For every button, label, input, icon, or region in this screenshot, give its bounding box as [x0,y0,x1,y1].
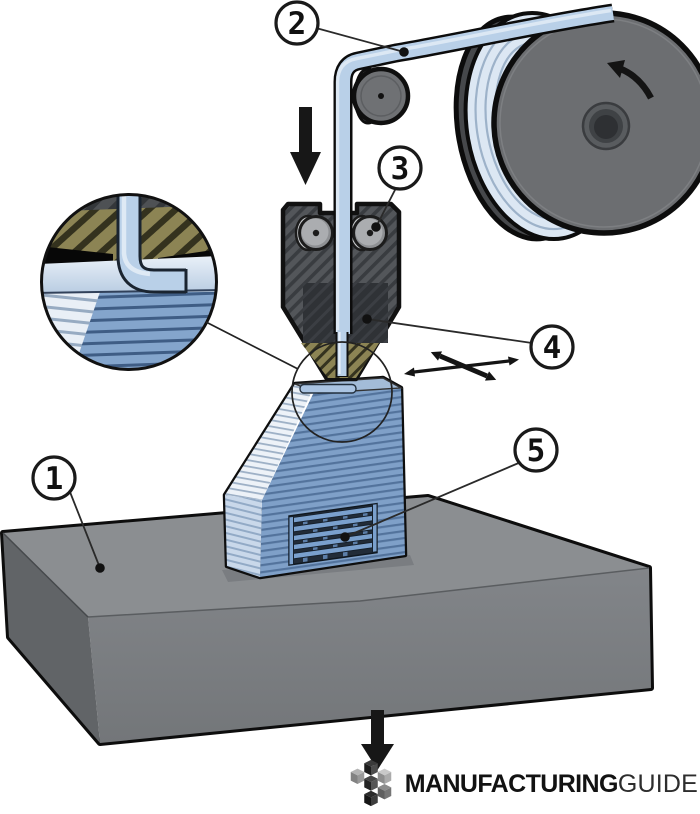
platform-down-arrow-icon [361,710,394,770]
feed-down-arrow-icon [290,107,321,185]
rotation-arrow-icon [607,60,654,100]
logo-wordmark-bold: MANUFACTURING [404,769,619,798]
part-sloped-layers [225,384,312,500]
fresh-layer-bead [299,383,357,394]
layer-detail-inset [40,193,299,371]
inset-connector-line [205,321,299,370]
xy-arrows-icon [404,351,519,381]
filament-strand [333,3,615,377]
platform-front-face [88,568,651,743]
idler-pulley [351,66,411,126]
platform-left-face [3,533,100,743]
callout-1: 1 [31,455,105,573]
callout-3-label: 3 [391,151,410,187]
infill-cutaway [288,502,378,566]
callout-5-label: 5 [527,433,546,469]
callout-4-label: 4 [543,330,562,366]
inset-filament [119,195,186,291]
callout-4: 4 [362,314,575,370]
callout-2-label: 2 [288,6,307,42]
part-left-face [225,495,262,577]
callout-1-label: 1 [45,461,64,497]
detail-ring [291,341,393,443]
inset-circle-border [40,193,218,371]
manufacturing-guide-logo: MANUFACTURINGGUIDE [344,759,698,809]
printed-part [222,375,414,582]
callouts: 1 2 3 4 5 [31,0,575,573]
callout-5: 5 [340,427,559,542]
filament-spool [453,10,700,242]
callout-3: 3 [371,145,423,232]
callout-2: 2 [274,0,409,57]
logo-cubes-icon [350,759,392,807]
logo-wordmark-light: GUIDE [617,769,698,798]
